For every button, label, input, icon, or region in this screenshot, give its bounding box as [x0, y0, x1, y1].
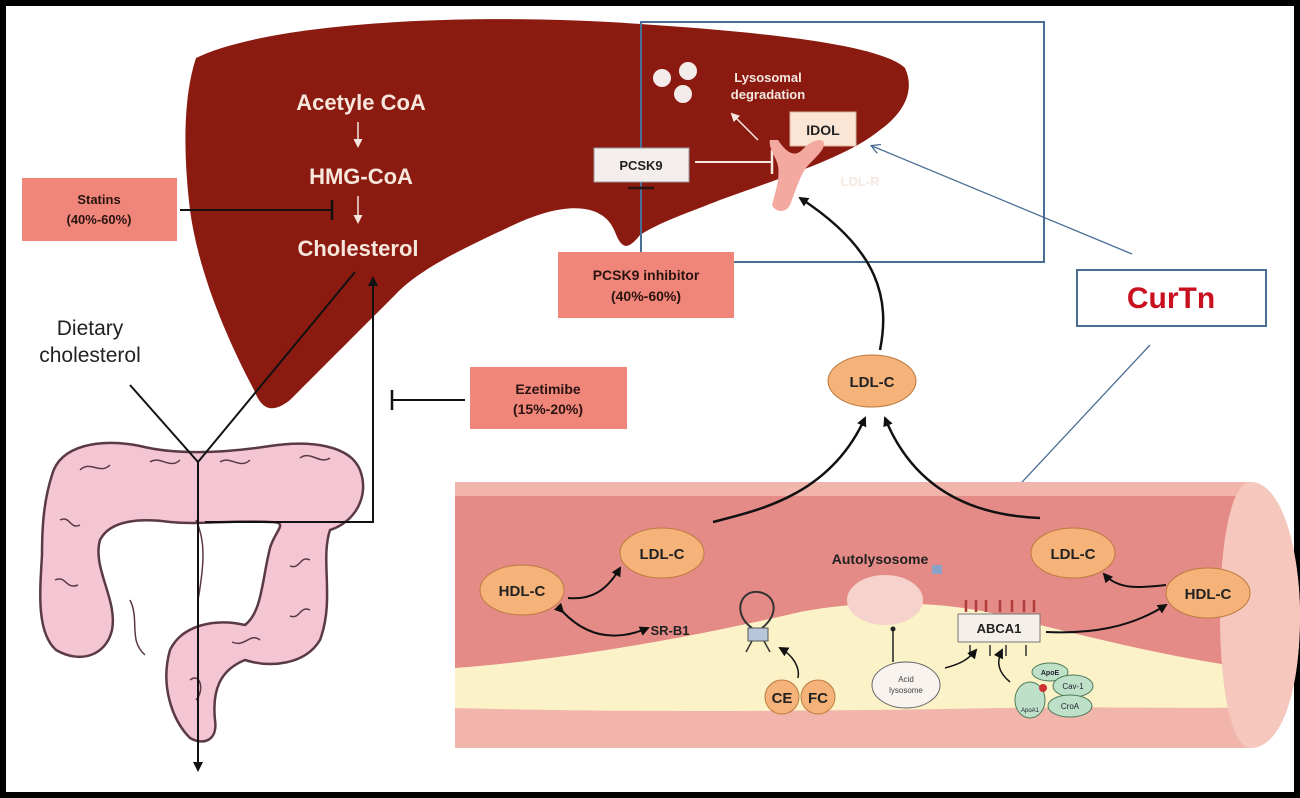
ldl-left-particle [619, 527, 705, 579]
ldl-top-label: LDL-C [850, 374, 895, 391]
ldl-top-particle [827, 354, 917, 408]
dietary-label-2: cholesterol [39, 344, 141, 367]
autolysosome-label: Autolysosome [832, 551, 929, 567]
apoa1-label: ApoA1 [1021, 708, 1040, 714]
acid-lysosome-body [871, 661, 941, 709]
srb1-label: SR-B1 [650, 623, 689, 638]
ldl-right-to-top-arrow [883, 416, 1041, 520]
idol-box [789, 111, 857, 147]
curtn-label: CurTn [1127, 282, 1215, 315]
hdl-left-label: HDL-C [499, 583, 546, 600]
fc-droplet [800, 679, 836, 715]
ldl-right-particle [1030, 527, 1116, 579]
ezetimibe-label: Ezetimibe [515, 381, 581, 397]
pathway-acetyl-coa: Acetyle CoA [296, 90, 426, 115]
ldlr-label: LDL-R [841, 174, 881, 189]
statins-box [22, 178, 177, 241]
lysosome-to-abca1-arrow [944, 648, 978, 669]
srb1-receptor-icon [739, 590, 775, 653]
cluster-to-abca1-arrow [993, 648, 1011, 683]
hdl-to-ldl-right-arrow [1102, 572, 1167, 589]
statins-label: Statins [77, 192, 120, 207]
apoe-label: ApoE [1041, 670, 1060, 677]
ldl-right-label: LDL-C [1051, 546, 1096, 563]
ldl-left-to-top-arrow [712, 416, 867, 524]
ezetimibe-box [470, 367, 627, 429]
hdl-to-ldl-left-arrow [567, 566, 622, 600]
hdl-right-particle [1165, 567, 1251, 619]
pcsk9-inhibitor-box [558, 252, 734, 318]
acid-lysosome-label-2: lysosome [889, 686, 923, 695]
curtn-box [1076, 269, 1267, 327]
hdl-right-label: HDL-C [1185, 586, 1232, 603]
cholesterol-to-intestine-line [197, 271, 356, 463]
acid-lysosome-label-1: Acid [898, 675, 914, 684]
croa-label: CroA [1061, 702, 1080, 711]
pcsk9-inhibitor-percent: (40%-60%) [611, 288, 681, 304]
cefc-to-srb1-arrow [778, 647, 800, 679]
pathway-hmg-coa: HMG-CoA [309, 164, 413, 189]
ce-label: CE [772, 690, 793, 707]
lysosome-vesicles-icon [653, 62, 697, 103]
abca1-label: ABCA1 [977, 621, 1022, 636]
hdl-srb1-arrow [553, 602, 650, 637]
hepatocyte-frame [640, 21, 1045, 263]
statins-percent: (40%-60%) [66, 212, 131, 227]
ezetimibe-percent: (15%-20%) [513, 401, 583, 417]
dietary-label-1: Dietary [57, 317, 124, 340]
ldl-to-receptor-arrow [798, 196, 885, 351]
acid-lysosome-tip [890, 626, 896, 632]
idol-label: IDOL [806, 122, 840, 138]
degradation-arrow [730, 112, 759, 141]
abca1-box [957, 613, 1041, 643]
pathway-cholesterol: Cholesterol [297, 236, 418, 261]
ce-droplet [764, 679, 800, 715]
ldl-receptor-icon [769, 140, 825, 211]
fc-label: FC [808, 690, 828, 707]
abca1-to-hdl-arrow [1045, 603, 1168, 634]
curtn-to-idol-line [872, 146, 1133, 255]
autolysosome-marker-icon [932, 565, 942, 574]
intestine-illustration [39, 441, 365, 743]
protein-cluster [1014, 662, 1094, 719]
dietary-to-intestine-line [129, 384, 199, 463]
pcsk9-inhibitor-label: PCSK9 inhibitor [593, 267, 700, 283]
pcsk9-box [593, 147, 690, 183]
lysosome-label-2: degradation [731, 87, 805, 102]
liver-shape [185, 19, 909, 409]
absorption-arrow [205, 276, 378, 523]
pcsk9-label: PCSK9 [619, 158, 662, 173]
hdl-left-particle [479, 564, 565, 616]
autolysosome-body [847, 575, 923, 625]
ldl-left-label: LDL-C [640, 546, 685, 563]
cav1-label: Cav-1 [1062, 682, 1084, 691]
lysosome-label-1: Lysosomal [734, 70, 801, 85]
